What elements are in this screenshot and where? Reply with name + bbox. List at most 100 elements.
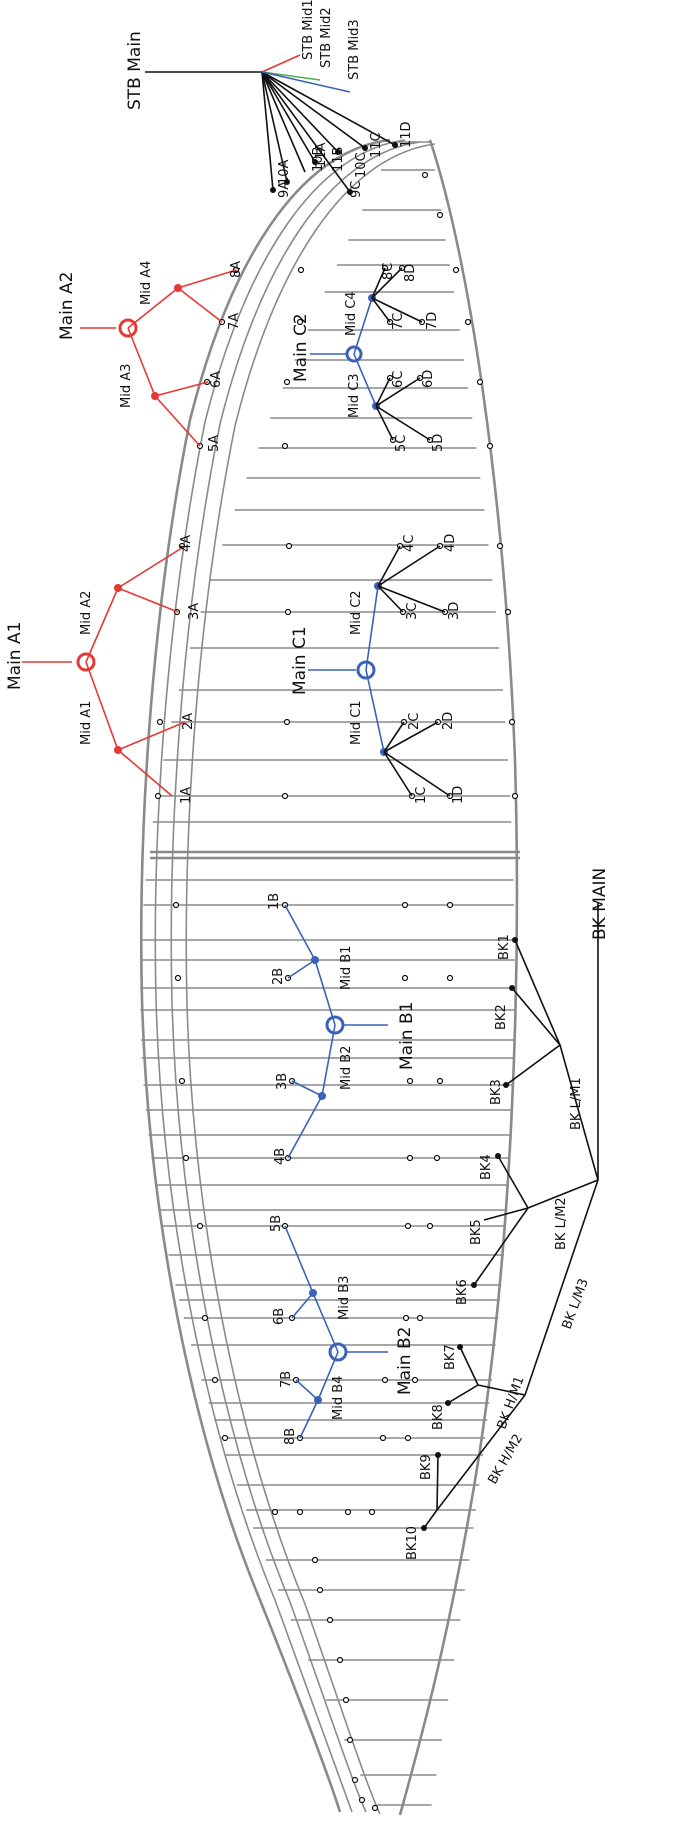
attachment-point bbox=[182, 1154, 190, 1162]
attachment-point bbox=[326, 1616, 334, 1624]
stb-mid2-label: STB Mid2 bbox=[319, 7, 334, 68]
attachment-label-7C: 7C bbox=[391, 313, 406, 330]
attachment-label-1C: 1C bbox=[414, 787, 429, 804]
attachment-label-2D: 2D bbox=[441, 712, 456, 730]
bk-main-label: BK MAIN bbox=[590, 868, 610, 940]
attachment-point bbox=[196, 1222, 204, 1230]
attachment-point bbox=[296, 318, 304, 326]
attachment-label-6D: 6D bbox=[421, 370, 436, 388]
attachment-label-4C: 4C bbox=[402, 535, 417, 552]
attachment-point bbox=[285, 542, 293, 550]
attachment-label-2B: 2B bbox=[271, 968, 286, 985]
bk2-label: BK2 bbox=[494, 1004, 509, 1030]
mid-a3-label: Mid A3 bbox=[119, 364, 134, 408]
mid-c3-label: Mid C3 bbox=[347, 373, 362, 418]
bk-lm3-label: BK L/M3 bbox=[560, 1277, 592, 1332]
attachment-point bbox=[379, 1434, 387, 1442]
attachment-label-7A: 7A bbox=[227, 313, 242, 330]
mid-c4-label: Mid C4 bbox=[344, 291, 359, 336]
attachment-label-2C: 2C bbox=[407, 713, 422, 730]
attachment-point bbox=[283, 718, 291, 726]
attachment-label-8A: 8A bbox=[229, 261, 244, 278]
attachment-point bbox=[496, 542, 504, 550]
attachment-point bbox=[283, 378, 291, 386]
attachment-label-9C: 9C bbox=[349, 181, 364, 198]
attachment-label-10A: 10A bbox=[277, 159, 292, 185]
attachment-point bbox=[433, 1154, 441, 1162]
attachment-point bbox=[172, 901, 180, 909]
attachment-point bbox=[358, 1796, 366, 1804]
attachment-point bbox=[406, 1077, 414, 1085]
attachment-labels: 1A2A3A4A5A6A7A8A9A10A11A1B2B3B4B5B6B7B8B… bbox=[179, 121, 466, 1445]
stb-mid3-label: STB Mid3 bbox=[347, 19, 362, 80]
attachment-label-11C: 11C bbox=[369, 132, 384, 158]
attachment-label-11B: 11B bbox=[331, 147, 346, 172]
attachment-point bbox=[486, 442, 494, 450]
attachment-point bbox=[404, 1434, 412, 1442]
attachment-point bbox=[511, 792, 519, 800]
main-a2-label: Main A2 bbox=[57, 272, 77, 340]
a-lines-cascade bbox=[22, 269, 237, 797]
attachment-point bbox=[368, 1508, 376, 1516]
attachment-point bbox=[336, 1656, 344, 1664]
attachment-label-5B: 5B bbox=[269, 1215, 284, 1232]
leading-edge bbox=[139, 138, 391, 1813]
attachment-label-6C: 6C bbox=[391, 371, 406, 388]
trailing-edge bbox=[398, 139, 519, 1816]
attachment-label-10B: 10B bbox=[311, 147, 326, 172]
mid-a2-label: Mid A2 bbox=[79, 591, 94, 635]
attachment-label-7B: 7B bbox=[279, 1371, 294, 1388]
attachment-point bbox=[371, 1804, 379, 1812]
attachment-label-11D: 11D bbox=[399, 121, 414, 148]
attachment-label-5D: 5D bbox=[431, 434, 446, 452]
attachment-point bbox=[446, 974, 454, 982]
attachment-label-5C: 5C bbox=[394, 435, 409, 452]
attachment-point bbox=[351, 1776, 359, 1784]
attachment-point bbox=[404, 1222, 412, 1230]
mid-c1-label: Mid C1 bbox=[349, 700, 364, 745]
mid-b4-label: Mid B4 bbox=[331, 1376, 346, 1420]
bk-hm1-label: BK H/M1 bbox=[495, 1374, 528, 1431]
attachment-label-6B: 6B bbox=[272, 1308, 287, 1325]
main-b2-label: Main B2 bbox=[395, 1327, 415, 1395]
main-c2-label: Main C2 bbox=[291, 313, 311, 382]
bk-lm1-label: BK L/M1 bbox=[569, 1077, 584, 1130]
attachment-point bbox=[344, 1508, 352, 1516]
attachment-point bbox=[401, 901, 409, 909]
attachment-label-2A: 2A bbox=[181, 713, 196, 730]
attachment-point bbox=[402, 1314, 410, 1322]
attachment-point bbox=[211, 1376, 219, 1384]
attachment-point bbox=[316, 1586, 324, 1594]
attachment-point bbox=[508, 718, 516, 726]
attachment-point bbox=[411, 1376, 419, 1384]
attachment-point bbox=[311, 1556, 319, 1564]
attachment-label-1D: 1D bbox=[451, 786, 466, 804]
attachment-point bbox=[156, 718, 164, 726]
stb-main-label: STB Main bbox=[125, 31, 145, 110]
labels: STB Main STB Mid1 STB Mid2 STB Mid3 Main… bbox=[5, 0, 610, 1560]
attachment-point bbox=[178, 1077, 186, 1085]
bk10-label: BK10 bbox=[405, 1526, 420, 1560]
main-c1-label: Main C1 bbox=[290, 626, 310, 695]
attachment-point bbox=[296, 1508, 304, 1516]
attachment-label-4B: 4B bbox=[273, 1148, 288, 1165]
attachment-label-8D: 8D bbox=[403, 264, 418, 282]
mid-b2-label: Mid B2 bbox=[339, 1046, 354, 1090]
mid-a1-label: Mid A1 bbox=[79, 701, 94, 745]
attachment-point bbox=[401, 974, 409, 982]
mid-c2-label: Mid C2 bbox=[349, 590, 364, 635]
attachment-label-11A: 11A bbox=[314, 142, 329, 168]
attachment-label-3B: 3B bbox=[275, 1073, 290, 1090]
bk5-label: BK5 bbox=[469, 1219, 484, 1245]
attachment-point bbox=[284, 608, 292, 616]
attachment-point bbox=[154, 792, 162, 800]
attachment-label-6A: 6A bbox=[209, 371, 224, 388]
mid-a4-label: Mid A4 bbox=[139, 261, 154, 305]
attachment-point bbox=[436, 211, 444, 219]
attachment-point bbox=[174, 974, 182, 982]
stb-mid1-label: STB Mid1 bbox=[301, 0, 316, 60]
attachment-point bbox=[297, 266, 305, 274]
attachment-point bbox=[416, 1314, 424, 1322]
mid-b1-label: Mid B1 bbox=[339, 946, 354, 990]
bk7-label: BK7 bbox=[443, 1344, 458, 1370]
